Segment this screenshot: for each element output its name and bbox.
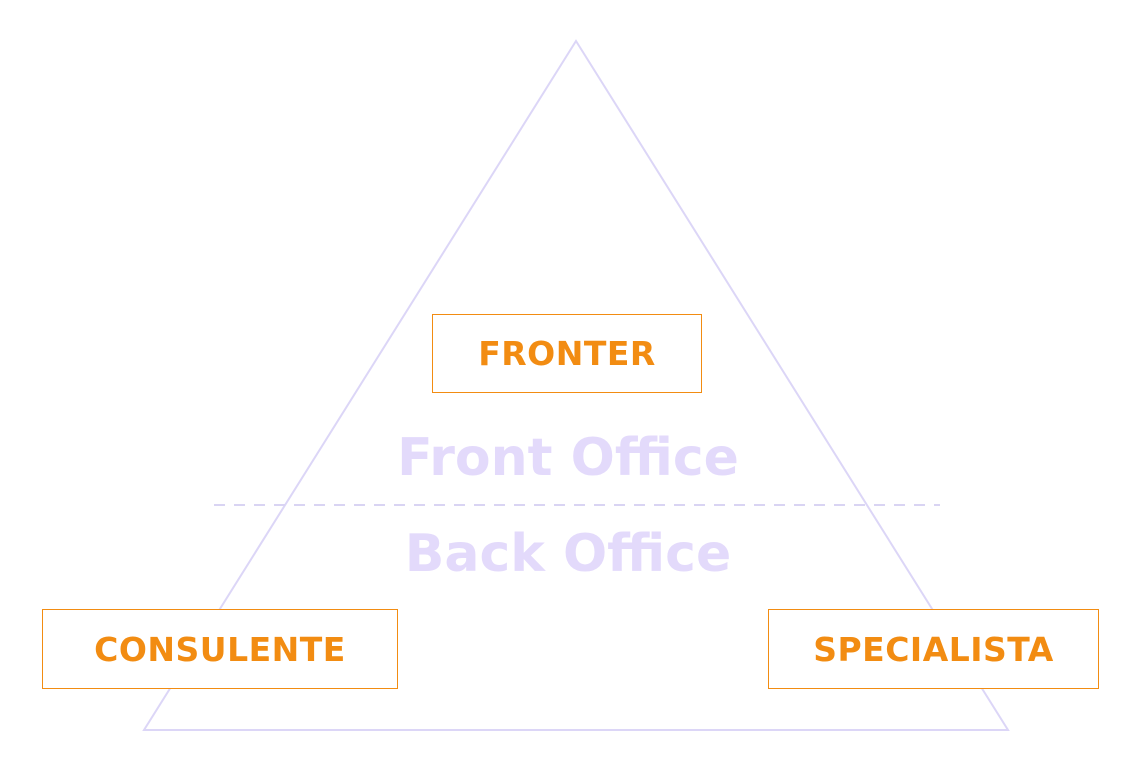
specialista-box: SPECIALISTA: [768, 609, 1099, 689]
fronter-label: FRONTER: [478, 334, 656, 373]
front-office-label: Front Office: [397, 428, 739, 488]
fronter-box: FRONTER: [432, 314, 702, 393]
pyramid-triangle: [142, 39, 1010, 731]
back-office-label: Back Office: [404, 524, 732, 584]
consulente-label: CONSULENTE: [94, 629, 346, 669]
consulente-box: CONSULENTE: [42, 609, 398, 689]
specialista-label: SPECIALISTA: [813, 629, 1054, 669]
